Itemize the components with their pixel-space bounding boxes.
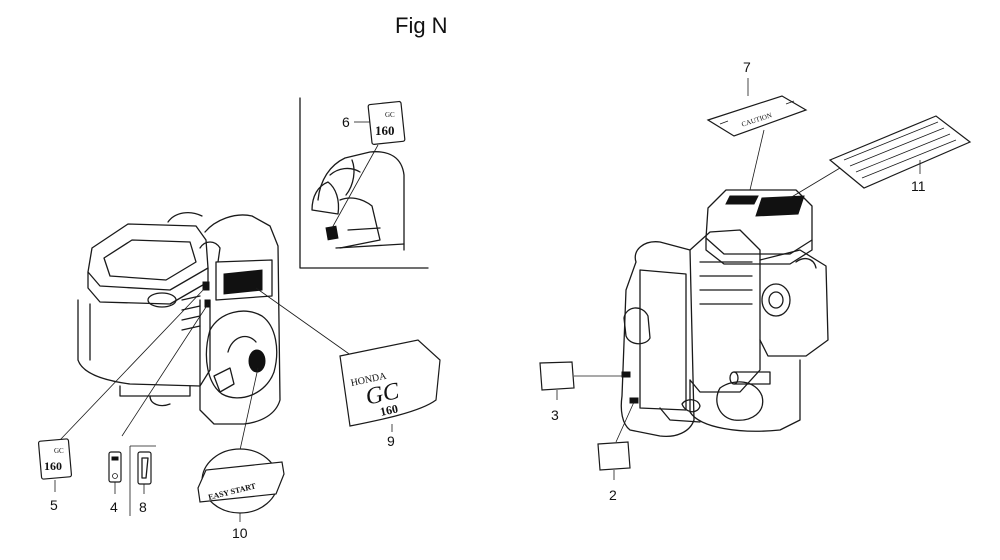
- svg-text:GC: GC: [385, 111, 395, 119]
- right-engine-illustration: [620, 189, 829, 438]
- part-11-instruction-label: [828, 115, 972, 189]
- part-3-label: [539, 361, 575, 391]
- left-engine-decal-spot: [223, 269, 263, 295]
- callout-9: 9: [387, 433, 395, 449]
- callout-11: 11: [911, 178, 926, 194]
- part-8-tag: [137, 451, 152, 485]
- part-6-model-badge: GC 160: [367, 100, 406, 145]
- recoil-emblem-spot: [248, 349, 266, 373]
- callout-2: 2: [609, 487, 617, 503]
- part-9-honda-gc160-decal: HONDA GC 160: [339, 339, 441, 427]
- callout-10: 10: [232, 525, 248, 541]
- callout-4: 4: [110, 499, 118, 515]
- svg-text:160: 160: [379, 401, 400, 418]
- inset-detail: [299, 97, 429, 269]
- svg-text:GC: GC: [54, 447, 64, 455]
- part-2-label: [597, 441, 631, 471]
- left-engine-illustration: [77, 211, 281, 425]
- svg-text:160: 160: [44, 459, 62, 473]
- callout-3: 3: [551, 407, 559, 423]
- figure-title: Fig N: [395, 13, 448, 38]
- part-7-caution-label: CAUTION: [706, 95, 808, 137]
- callout-5: 5: [50, 497, 58, 513]
- part-5-model-badge: GC 160: [37, 438, 73, 480]
- svg-text:160: 160: [375, 123, 395, 138]
- part-10-easy-start-emblem: EASY START: [197, 448, 285, 514]
- callout-7: 7: [743, 59, 751, 75]
- callout-6: 6: [342, 114, 350, 130]
- part-4-tag: [108, 451, 122, 483]
- callout-8: 8: [139, 499, 147, 515]
- inset-decal-spot: [325, 225, 339, 241]
